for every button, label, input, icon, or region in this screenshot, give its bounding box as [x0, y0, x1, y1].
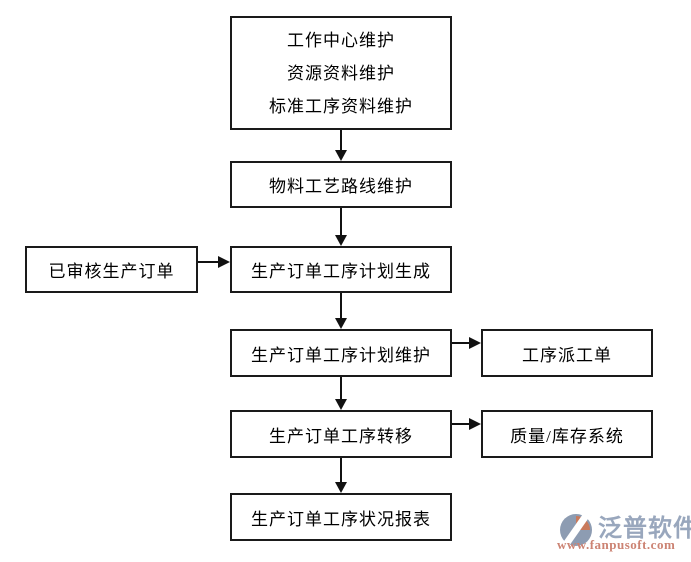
- fanpu-logo-icon: [559, 513, 593, 547]
- node-master-data: 工作中心维护 资源资料维护 标准工序资料维护: [230, 16, 452, 130]
- node-master-data-line1: 工作中心维护: [287, 30, 395, 50]
- node-operation-plan-maintenance-label: 生产订单工序计划维护: [251, 345, 431, 365]
- node-operation-transfer: 生产订单工序转移: [230, 410, 452, 458]
- node-approved-production-order-label: 已审核生产订单: [48, 262, 175, 281]
- arrow-down-plan-maintain-to-transfer-icon: [335, 377, 347, 410]
- node-operation-transfer-label: 生产订单工序转移: [269, 426, 413, 446]
- arrow-down-transfer-to-status-report-icon: [335, 458, 347, 493]
- website-url: www.fanpusoft.com: [557, 537, 676, 552]
- fanpu-logo: 泛普软件 www.fanpusoft.com: [556, 506, 691, 556]
- node-approved-production-order: 已审核生产订单: [25, 246, 198, 293]
- node-operation-status-report-label: 生产订单工序状况报表: [251, 509, 431, 529]
- node-quality-inventory-system-label: 质量/库存系统: [510, 426, 624, 446]
- node-operation-plan-generation: 生产订单工序计划生成: [230, 246, 452, 293]
- brand-name: 泛普软件: [598, 516, 691, 542]
- node-routing-maintenance: 物料工艺路线维护: [230, 161, 452, 208]
- node-master-data-line2: 资源资料维护: [287, 63, 395, 83]
- arrow-down-master-to-routing-icon: [335, 130, 347, 161]
- node-routing-maintenance-label: 物料工艺路线维护: [269, 177, 413, 196]
- arrow-right-plan-maintain-to-dispatch-icon: [452, 337, 481, 349]
- node-operation-dispatch-order: 工序派工单: [481, 329, 653, 377]
- arrow-down-routing-to-plan-generate-icon: [335, 208, 347, 246]
- node-operation-plan-maintenance: 生产订单工序计划维护: [230, 329, 452, 377]
- node-operation-status-report: 生产订单工序状况报表: [230, 493, 452, 541]
- arrow-right-transfer-to-quality-inventory-icon: [452, 418, 481, 430]
- node-quality-inventory-system: 质量/库存系统: [481, 410, 653, 458]
- node-operation-dispatch-order-label: 工序派工单: [522, 345, 612, 365]
- arrow-down-plan-generate-to-plan-maintain-icon: [335, 293, 347, 329]
- node-operation-plan-generation-label: 生产订单工序计划生成: [251, 262, 431, 281]
- arrow-right-approved-order-to-plan-generate-icon: [198, 256, 230, 268]
- node-master-data-line3: 标准工序资料维护: [269, 96, 413, 116]
